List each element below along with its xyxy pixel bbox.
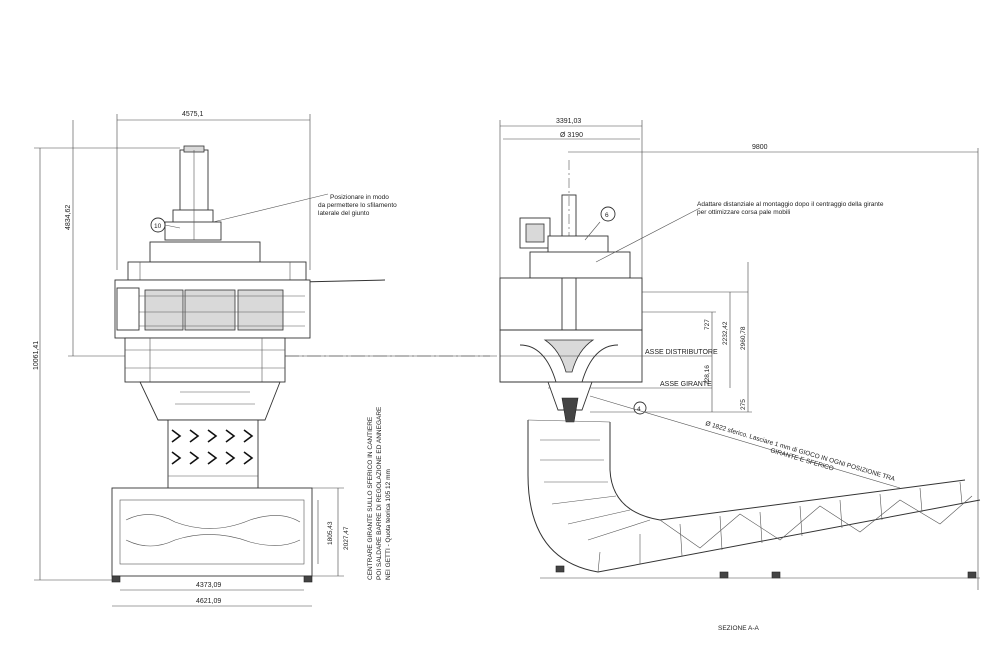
- section-view: 3391,03 Ø 3190 9800 6 Adattare distanzia…: [499, 118, 981, 632]
- callout-circle-6: [600, 206, 616, 222]
- svg-text:per ottimizzare corsa pale mob: per ottimizzare corsa pale mobili: [697, 209, 790, 216]
- label-runner-axis: ASSE GIRANTE: [660, 381, 712, 388]
- section-title: SEZIONE A-A: [718, 625, 759, 632]
- dim-upper-height: 4834,62: [65, 205, 72, 230]
- draft-tube-outer: [527, 420, 981, 573]
- dim-a: 727: [704, 319, 711, 330]
- outlet-box: [111, 487, 313, 577]
- dim-top-width-section: 3391,03: [556, 118, 581, 125]
- svg-text:Ø 1822 sferico. Lasciare 1 mm: Ø 1822 sferico. Lasciare 1 mm di GIOCO I…: [704, 420, 896, 483]
- svg-text:Adattare distanziale al montag: Adattare distanziale al montaggio dopo i…: [697, 201, 884, 208]
- callout-circle-4: [633, 401, 647, 415]
- dim-c: 2960,78: [740, 326, 747, 350]
- front-note: Posizionare in modo da permettere lo sfi…: [318, 194, 397, 217]
- dim-base-width-outer: 4621,09: [196, 598, 221, 605]
- dim-base-width-inner: 4373,09: [196, 582, 221, 589]
- dim-b: 2232,42: [722, 321, 729, 345]
- front-vertical-note: CENTRARE GIRANTE SULLO SFERICO IN CANTIE…: [367, 406, 392, 580]
- distributor-ring: [124, 337, 286, 383]
- section-note: Adattare distanziale al montaggio dopo i…: [697, 201, 884, 216]
- dim-box-height-inner: 1805,43: [327, 521, 334, 545]
- gearbox-top: [127, 261, 307, 281]
- dim-total-height: 10061,41: [33, 341, 40, 370]
- dim-length: 9800: [752, 144, 768, 151]
- truss-pattern: [659, 495, 973, 549]
- note-leader: [212, 193, 329, 223]
- svg-text:Posizionare in modo: Posizionare in modo: [330, 194, 389, 201]
- label-distributor-axis: ASSE DISTRIBUTORE: [645, 349, 718, 356]
- runner: [547, 381, 593, 411]
- dim-d: 728,16: [704, 365, 711, 385]
- front-view: 10061,41 4834,62 4575,1 10 Posizionare i…: [33, 111, 500, 607]
- diag-note-leader: [589, 395, 901, 489]
- runner-cone: [139, 381, 281, 421]
- draft-tube-inner: [609, 422, 966, 521]
- callout-number-4: 4: [637, 406, 641, 413]
- callout-number-10: 10: [154, 223, 162, 230]
- svg-text:POI SALDARE BARRE DI REGOLAZIO: POI SALDARE BARRE DI REGOLAZIONE ED ANNE…: [376, 406, 383, 580]
- callout-number-6: 6: [605, 212, 609, 219]
- svg-text:CENTRARE GIRANTE SULLO SFERICO: CENTRARE GIRANTE SULLO SFERICO IN CANTIE…: [367, 416, 374, 580]
- diag-note: Ø 1822 sferico. Lasciare 1 mm di GIOCO I…: [704, 420, 896, 483]
- svg-text:NEI GETTI - Quota teorica 105: NEI GETTI - Quota teorica 105 12 mm: [385, 469, 392, 580]
- svg-text:laterale del giunto: laterale del giunto: [318, 210, 370, 217]
- section-note-leader: [595, 207, 701, 263]
- dim-box-height-outer: 2027,47: [343, 526, 350, 550]
- dim-top-width: 4575,1: [182, 111, 204, 118]
- dim-diameter: Ø 3190: [560, 132, 583, 139]
- svg-text:da permettere lo sfilamento: da permettere lo sfilamento: [318, 202, 397, 209]
- dim-e: 275: [740, 399, 747, 410]
